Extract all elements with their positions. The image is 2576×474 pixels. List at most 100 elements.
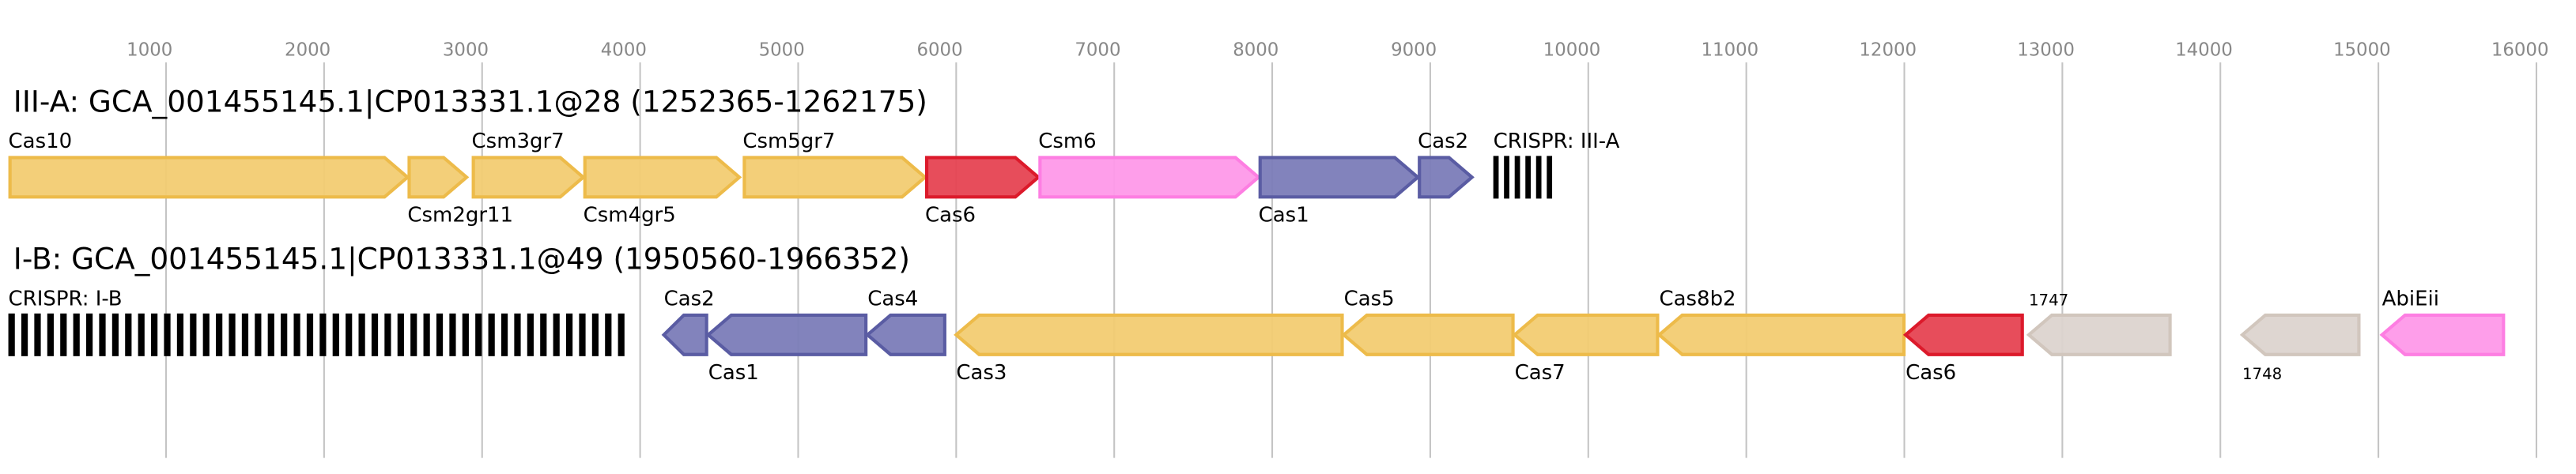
tick-label: 5000: [759, 40, 805, 61]
crispr-repeat: [47, 313, 54, 356]
crispr-repeat: [565, 313, 573, 356]
gene-label-cas5: Cas5: [1344, 287, 1395, 310]
gene-label-csm5gr7: Csm5gr7: [742, 130, 835, 153]
tick-label: 7000: [1075, 40, 1120, 61]
crispr-repeat: [346, 313, 353, 356]
gene-arrow-cas5[interactable]: [1341, 313, 1515, 356]
gene-arrow-csm3gr7[interactable]: [471, 156, 586, 199]
crispr-repeat: [306, 313, 314, 356]
crispr-repeat: [1514, 156, 1520, 199]
locus-title-iii-a: III-A: GCA_001455145.1|CP013331.1@28 (12…: [13, 84, 927, 119]
crispr-repeat: [293, 313, 300, 356]
crispr-repeat: [514, 313, 521, 356]
tick-label: 10000: [1543, 40, 1601, 61]
tick-label: 16000: [2491, 40, 2549, 61]
crispr-repeat: [99, 313, 106, 356]
gene-label-cas6: Cas6: [1906, 361, 1956, 385]
crispr-repeat: [488, 313, 495, 356]
gene-arrow-csm4gr5[interactable]: [583, 156, 742, 199]
crispr-repeat: [1525, 156, 1531, 199]
tick-label: 2000: [285, 40, 330, 61]
gene-arrow-cas7[interactable]: [1512, 313, 1660, 356]
tick-label: 14000: [2175, 40, 2233, 61]
tick-label: 8000: [1233, 40, 1279, 61]
tick-label: 12000: [1859, 40, 1917, 61]
crispr-repeat: [85, 313, 93, 356]
crispr-array[interactable]: [1493, 156, 1553, 199]
crispr-repeat: [527, 313, 534, 356]
gene-arrow-csm6[interactable]: [1038, 156, 1261, 199]
crispr-repeat: [164, 313, 171, 356]
crispr-repeat: [605, 313, 612, 356]
tick-label: 3000: [443, 40, 489, 61]
gene-arrow-cas10[interactable]: [8, 156, 410, 199]
gene-label-cas8b2: Cas8b2: [1660, 287, 1736, 310]
crispr-repeat: [371, 313, 379, 356]
locus-track: CRISPR: III-ACas10Csm2gr11Csm3gr7Csm4gr5…: [9, 130, 1620, 227]
gene-arrow-cas1[interactable]: [705, 313, 868, 356]
crispr-repeat: [618, 313, 625, 356]
crispr-repeat: [111, 313, 119, 356]
gene-label-csm2gr11: Csm2gr11: [407, 203, 513, 227]
crispr-repeat: [500, 313, 508, 356]
gene-label-cas2: Cas2: [1418, 130, 1468, 153]
crispr-repeat: [1504, 156, 1509, 199]
crispr-repeat: [125, 313, 132, 356]
crispr-repeat: [216, 313, 223, 356]
crispr-repeat: [462, 313, 469, 356]
crispr-repeat: [8, 313, 15, 356]
gene-label-cas6: Cas6: [925, 203, 976, 227]
gene-arrow-csm5gr7[interactable]: [742, 156, 928, 199]
crispr-repeat: [1547, 156, 1553, 199]
gene-arrow-1748[interactable]: [2239, 313, 2361, 356]
gene-arrow-cas2[interactable]: [1418, 156, 1475, 199]
gene-label-abieii: AbiEii: [2382, 287, 2439, 310]
crispr-repeat: [229, 313, 236, 356]
crispr-repeat: [423, 313, 430, 356]
crispr-repeat: [332, 313, 339, 356]
crispr-repeat: [475, 313, 482, 356]
crispr-repeat: [60, 313, 67, 356]
gene-label-csm6: Csm6: [1038, 130, 1096, 153]
gene-arrow-cas6[interactable]: [1902, 313, 2024, 356]
crispr-repeat: [579, 313, 586, 356]
gene-arrow-cas6[interactable]: [924, 156, 1041, 199]
gene-arrow-1747[interactable]: [2026, 313, 2172, 356]
gene-arrow-cas8b2[interactable]: [1656, 313, 1906, 356]
crispr-repeat: [281, 313, 288, 356]
tick-label: 15000: [2333, 40, 2391, 61]
gene-arrow-cas1[interactable]: [1258, 156, 1421, 199]
crispr-repeat: [34, 313, 41, 356]
gene-label-cas4: Cas4: [867, 287, 918, 310]
gene-arrow-cas4[interactable]: [865, 313, 946, 356]
crispr-repeat: [267, 313, 274, 356]
crispr-repeat: [397, 313, 404, 356]
gene-arrow-csm2gr11[interactable]: [407, 156, 470, 199]
gene-label-cas1: Cas1: [708, 361, 759, 385]
crispr-repeat: [1493, 156, 1499, 199]
tick-label: 11000: [1702, 40, 1759, 61]
crispr-repeat: [21, 313, 28, 356]
crispr-repeat: [591, 313, 599, 356]
tick-label: 6000: [916, 40, 962, 61]
crispr-repeat: [449, 313, 456, 356]
gene-label-cas10: Cas10: [9, 130, 73, 153]
crispr-repeat: [384, 313, 391, 356]
tick-label: 13000: [2017, 40, 2075, 61]
crispr-repeat: [190, 313, 197, 356]
crispr-repeat: [73, 313, 80, 356]
crispr-repeat: [151, 313, 158, 356]
crispr-repeat: [241, 313, 249, 356]
crispr-label: CRISPR: III-A: [1494, 130, 1620, 153]
gene-tracks: CRISPR: III-ACas10Csm2gr11Csm3gr7Csm4gr5…: [8, 130, 2506, 385]
crispr-repeat: [540, 313, 547, 356]
gene-arrow-cas2[interactable]: [661, 313, 708, 356]
gene-arrow-abieii[interactable]: [2379, 313, 2506, 356]
crispr-array[interactable]: [8, 313, 625, 356]
tick-label: 9000: [1391, 40, 1437, 61]
gene-arrow-cas3[interactable]: [954, 313, 1344, 356]
gene-label-1748: 1748: [2242, 365, 2282, 383]
tick-label: 4000: [601, 40, 647, 61]
